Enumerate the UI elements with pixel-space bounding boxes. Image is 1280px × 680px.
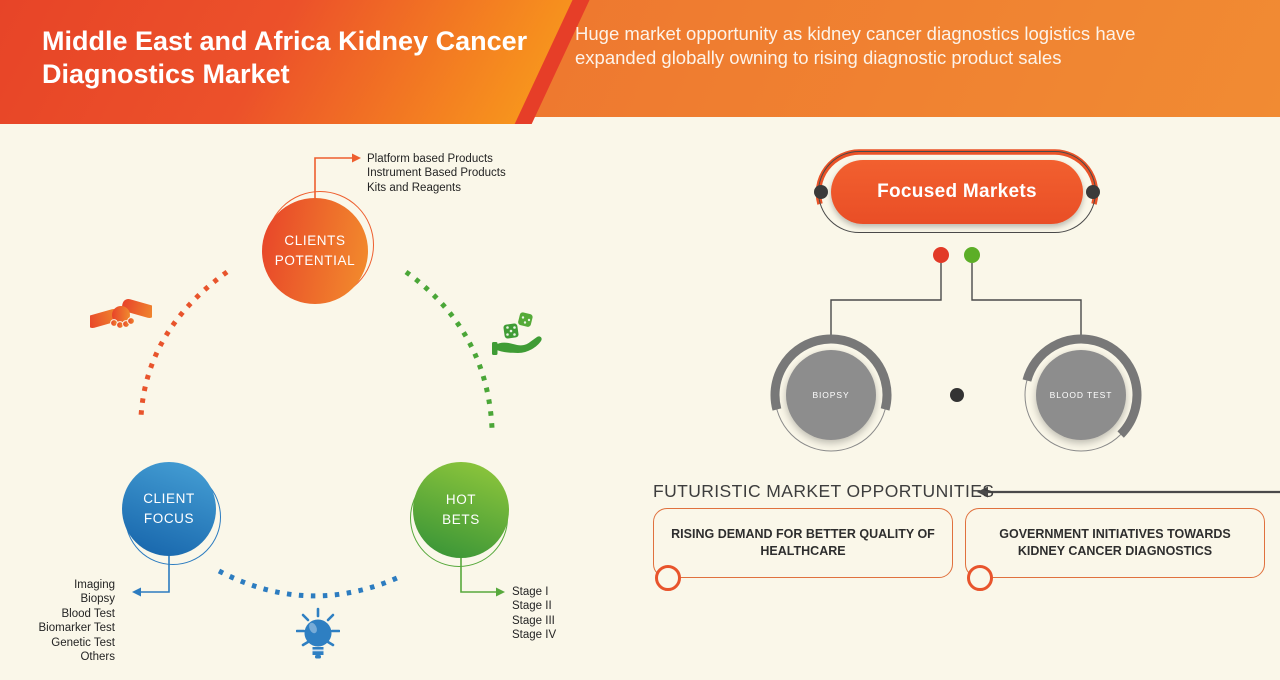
- list-item: Stage III: [512, 614, 555, 627]
- client-focus-label-line1: CLIENT: [143, 490, 195, 506]
- header-banner: [0, 0, 1280, 124]
- list-item: Stage II: [512, 600, 552, 613]
- node-blood-test-label: BLOOD TEST: [1049, 390, 1113, 400]
- hot-bets-label-line1: HOT: [445, 491, 477, 507]
- opportunity-box-1-knob: [655, 565, 681, 591]
- opportunities-heading: FUTURISTIC MARKET OPPORTUNITIES: [653, 481, 995, 501]
- focused-markets-pill: Focused Markets: [831, 160, 1083, 224]
- clients-potential-label-line2: POTENTIAL: [274, 253, 356, 268]
- lightbulb-icon: [296, 607, 340, 659]
- list-item: Instrument Based Products: [367, 167, 506, 180]
- dice-hand-icon: [492, 312, 542, 355]
- list-item: Others: [80, 651, 115, 664]
- focused-markets-label: Focused Markets: [877, 181, 1037, 202]
- opportunity-box-1-text: RISING DEMAND FOR BETTER QUALITY OF HEAL…: [671, 526, 935, 559]
- clients-potential-label-line1: CLIENTS: [284, 232, 346, 248]
- pill-right-dot: [1086, 185, 1100, 199]
- list-item: Stage IV: [512, 629, 557, 642]
- pill-left-dot: [814, 185, 828, 199]
- hot-bets-label-line2: BETS: [442, 512, 480, 527]
- page-title: Middle East and Africa Kidney Cancer Dia…: [42, 26, 528, 90]
- list-item: Stage I: [512, 586, 549, 598]
- opportunity-box-2-text: GOVERNMENT INITIATIVES TOWARDS KIDNEY CA…: [999, 526, 1231, 559]
- client-focus-bubble: CLIENT FOCUS: [122, 462, 216, 556]
- list-item: Genetic Test: [51, 636, 115, 649]
- clients-potential-items: Platform based Products Instrument Based…: [367, 152, 506, 195]
- list-item: Kits and Reagents: [367, 181, 461, 194]
- page-subtitle: Huge market opportunity as kidney cancer…: [575, 23, 1136, 69]
- clients-potential-bubble: CLIENTS POTENTIAL: [262, 198, 368, 304]
- list-item: Biopsy: [80, 593, 115, 606]
- handshake-icon: [90, 298, 152, 329]
- opportunity-box-2: GOVERNMENT INITIATIVES TOWARDS KIDNEY CA…: [965, 508, 1265, 578]
- list-item: Biomarker Test: [38, 622, 115, 635]
- hot-bets-bubble: HOT BETS: [413, 462, 509, 558]
- client-focus-items: Imaging Biopsy Blood Test Biomarker Test…: [18, 578, 115, 664]
- hot-bets-items: Stage I Stage II Stage III Stage IV: [512, 585, 556, 643]
- center-dot: [950, 388, 964, 402]
- node-biopsy: BIOPSY: [786, 350, 876, 440]
- node-biopsy-label: BIOPSY: [812, 390, 850, 400]
- opportunity-box-2-knob: [967, 565, 993, 591]
- red-branch-dot: [933, 247, 949, 263]
- list-item: Blood Test: [61, 607, 116, 620]
- client-focus-label-line2: FOCUS: [143, 511, 195, 526]
- opportunity-box-1: RISING DEMAND FOR BETTER QUALITY OF HEAL…: [653, 508, 953, 578]
- list-item: Platform based Products: [367, 153, 493, 165]
- list-item: Imaging: [74, 579, 115, 591]
- green-branch-dot: [964, 247, 980, 263]
- node-blood-test: BLOOD TEST: [1036, 350, 1126, 440]
